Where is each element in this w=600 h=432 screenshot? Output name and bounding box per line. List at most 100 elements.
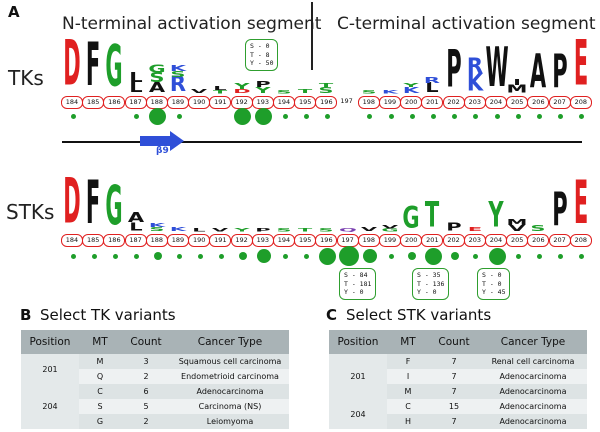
logo-letter: S (170, 69, 186, 79)
count-cell: 7 (429, 354, 479, 369)
frequency-dot (488, 247, 506, 265)
position-label: 189 (167, 96, 189, 109)
position-label: 198 (357, 96, 380, 109)
logo-letter: V (381, 224, 399, 230)
logo-letter: F (86, 166, 101, 238)
logo-letter: M (506, 217, 528, 227)
position-label: 201 (421, 96, 444, 109)
position-label: 203 (463, 234, 486, 247)
frequency-dot (70, 253, 76, 259)
logo-letter: E (467, 226, 482, 233)
frequency-dot (134, 253, 140, 259)
frequency-dot (176, 113, 182, 119)
frequency-dot (218, 253, 224, 259)
logo-letter: K (169, 63, 187, 73)
table-row: Q 2 Endometrioid carcinoma (21, 369, 289, 384)
position-label: 193 (251, 234, 274, 247)
logo-letter: L (128, 69, 143, 86)
position-cell: 204 (329, 399, 387, 429)
col-header-position: Position (21, 330, 79, 354)
col-header-cancer-type: Cancer Type (479, 330, 587, 354)
logo-letter: L (213, 85, 228, 92)
position-label: 195 (294, 234, 317, 247)
position-label: 202 (442, 234, 465, 247)
logo-letter: K (169, 226, 187, 233)
logo-letter: L (192, 227, 206, 233)
logo-letter: Y (403, 82, 419, 89)
segment-divider (311, 2, 313, 70)
count-cell: 15 (429, 399, 479, 414)
panel-letter-b: B (20, 306, 32, 324)
logo-letter: G (381, 227, 399, 233)
position-label: 186 (103, 96, 126, 109)
logo-letter: L (128, 220, 143, 234)
position-cell: 201 (21, 354, 79, 384)
position-label: 205 (506, 96, 529, 109)
logo-letter: L (128, 79, 143, 96)
logo-letter: V (191, 88, 208, 95)
logo-letter: Y (233, 81, 250, 91)
logo-letter: K (381, 89, 399, 95)
logo-letter: S (276, 89, 292, 95)
frequency-dot (70, 113, 76, 119)
frequency-dot (424, 247, 442, 265)
logo-letter: T (319, 82, 334, 89)
beta-strand-label: β9 (156, 146, 169, 156)
logo-letter: S (361, 89, 377, 95)
logo-letter: G (402, 199, 420, 235)
logo-letter: T (213, 89, 228, 95)
frequency-dot (579, 113, 585, 119)
table-row: S 5 Carcinoma (NS) (21, 399, 289, 414)
position-label: 187 (124, 96, 147, 109)
position-label: 207 (548, 96, 571, 109)
cancer-type-cell: Carcinoma (NS) (171, 399, 289, 414)
position-label: 187 (124, 234, 147, 247)
logo-letter: R (424, 75, 441, 85)
count-cell: 5 (121, 399, 171, 414)
logo-letter: T (425, 193, 440, 236)
logo-letter: P (445, 220, 462, 234)
frequency-dot (515, 113, 521, 119)
position-label: 186 (103, 234, 126, 247)
frequency-dot (473, 113, 479, 119)
cancer-type-cell: Adenocarcinoma (479, 399, 587, 414)
logo-letter: V (509, 223, 526, 233)
count-cell: 7 (429, 369, 479, 384)
frequency-dot (324, 113, 330, 119)
col-header-position: Position (329, 330, 387, 354)
position-label: 200 (400, 96, 423, 109)
logo-letter: S (318, 85, 334, 95)
segment-axis-line (62, 141, 582, 143)
mt-cell: H (387, 414, 429, 429)
logo-letter: E (573, 25, 588, 101)
logo-letter: T (298, 88, 313, 95)
position-label: 198 (357, 234, 380, 247)
position-label: 206 (527, 234, 550, 247)
cancer-type-cell: Adenocarcinoma (479, 369, 587, 384)
position-label: 189 (167, 234, 189, 247)
frequency-dot (388, 253, 394, 259)
logo-letter: Y (488, 193, 504, 236)
mt-cell: M (387, 384, 429, 399)
position-label: 185 (82, 234, 105, 247)
mt-cell: F (387, 354, 429, 369)
frequency-dot (408, 252, 417, 260)
col-header-mt: MT (387, 330, 429, 354)
cancer-type-cell: Leiomyoma (171, 414, 289, 429)
mt-cell: C (79, 384, 121, 399)
beta-strand-arrow (140, 131, 184, 151)
panel-letter-c: C (326, 306, 338, 324)
cancer-type-cell: Adenocarcinoma (479, 414, 587, 429)
frequency-dot (303, 253, 309, 259)
frequency-dot (318, 247, 336, 265)
stk-count-box-197: S - 84 T - 181 Y - 0 (339, 268, 377, 300)
position-label: 205 (506, 234, 529, 247)
position-label: 199 (379, 234, 401, 247)
col-header-mt: MT (79, 330, 121, 354)
logo-letter: L (425, 79, 440, 96)
position-label: 201 (421, 234, 444, 247)
position-label: 196 (315, 234, 338, 247)
count-cell: 7 (429, 384, 479, 399)
col-header-count: Count (429, 330, 479, 354)
position-label: 195 (294, 96, 317, 109)
